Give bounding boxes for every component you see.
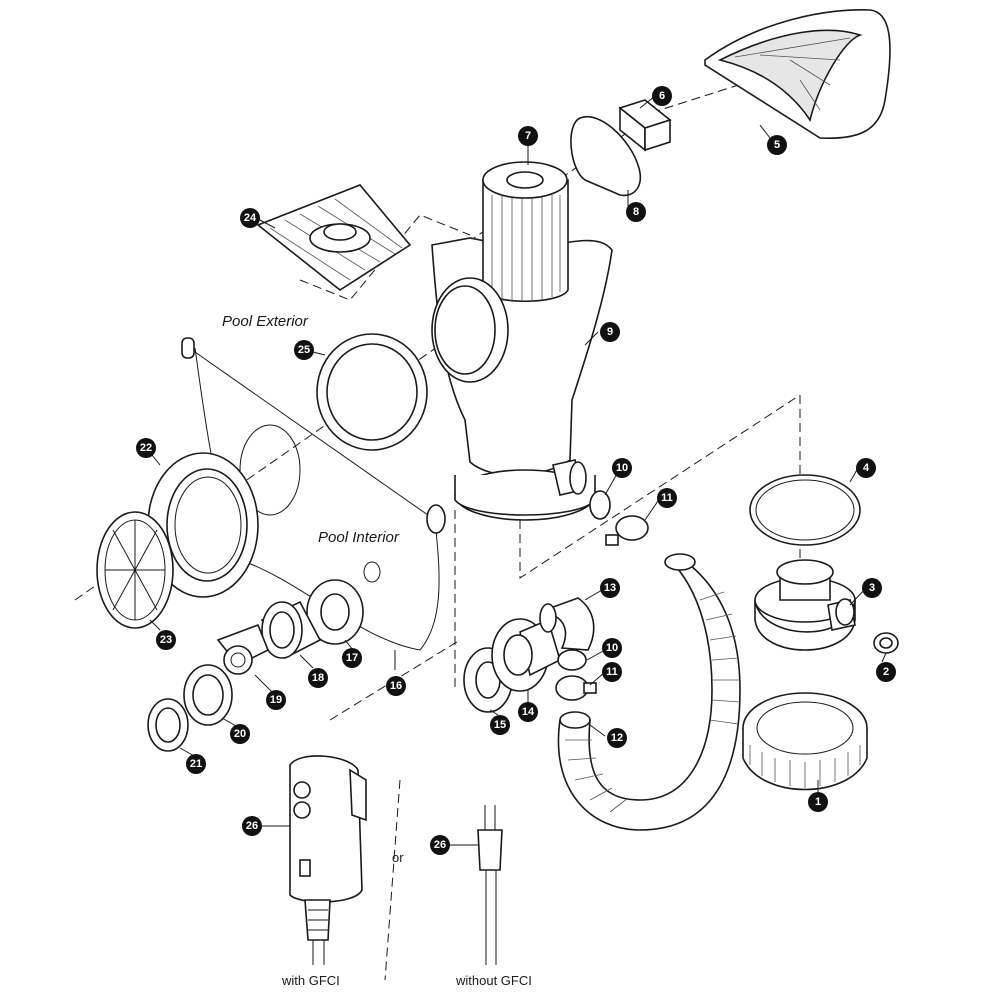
- svg-text:18: 18: [312, 672, 324, 684]
- callout-17: 17: [342, 648, 362, 668]
- svg-text:1: 1: [815, 796, 821, 808]
- label-or: or: [392, 850, 404, 865]
- svg-text:8: 8: [633, 206, 639, 218]
- svg-text:10: 10: [616, 462, 628, 474]
- svg-text:3: 3: [869, 582, 875, 594]
- callout-16: 16: [386, 676, 406, 696]
- svg-text:16: 16: [390, 680, 402, 692]
- threaded-fitting-part-18: [260, 600, 322, 660]
- svg-text:15: 15: [494, 719, 506, 731]
- svg-text:10: 10: [606, 642, 618, 654]
- nut-part-20: [183, 664, 233, 726]
- pool-wall: [181, 337, 446, 651]
- callout-8: 8: [626, 202, 646, 222]
- basket-part-24: [256, 184, 412, 291]
- callout-11-upper: 11: [657, 488, 677, 508]
- label-with-gfci: with GFCI: [281, 973, 340, 988]
- callout-24: 24: [240, 208, 260, 228]
- callout-25: 25: [294, 340, 314, 360]
- hose-part-12: [557, 553, 741, 831]
- cover-part-5: [704, 8, 891, 140]
- faceplate-part-22: [147, 452, 259, 598]
- callout-7: 7: [518, 126, 538, 146]
- callout-21: 21: [186, 754, 206, 774]
- callout-10-lower: 10: [602, 638, 622, 658]
- ring-part-21: [147, 698, 189, 752]
- svg-text:22: 22: [140, 442, 152, 454]
- svg-text:11: 11: [606, 666, 618, 678]
- callout-13: 13: [600, 578, 620, 598]
- svg-text:14: 14: [522, 706, 535, 718]
- callout-10-upper: 10: [612, 458, 632, 478]
- insert-part-19: [216, 623, 270, 675]
- fitting-parts-10-11: [555, 490, 649, 701]
- gasket-part-25: [316, 333, 428, 451]
- o-ring-part-4: [749, 474, 861, 546]
- label-without-gfci: without GFCI: [455, 973, 532, 988]
- svg-text:13: 13: [604, 582, 616, 594]
- svg-text:25: 25: [298, 344, 310, 356]
- svg-text:23: 23: [160, 634, 172, 646]
- svg-text:11: 11: [661, 492, 673, 504]
- svg-text:17: 17: [346, 652, 358, 664]
- skimmer-inlet-port: [431, 277, 509, 383]
- callout-26-gfci: 26: [242, 816, 262, 836]
- callout-12: 12: [607, 728, 627, 748]
- label-pool-interior: Pool Interior: [318, 529, 400, 546]
- svg-text:26: 26: [434, 839, 446, 851]
- callout-18: 18: [308, 668, 328, 688]
- lock-ring-part-1: [742, 692, 868, 791]
- callout-3: 3: [862, 578, 882, 598]
- door-part-8: [570, 115, 642, 197]
- callout-6: 6: [652, 86, 672, 106]
- callout-19: 19: [266, 690, 286, 710]
- standard-plug-part-26: [477, 805, 503, 965]
- svg-text:9: 9: [607, 326, 613, 338]
- callout-5: 5: [767, 135, 787, 155]
- callout-11-lower: 11: [602, 662, 622, 682]
- callout-1: 1: [808, 792, 828, 812]
- gfci-plug-part-26: [289, 755, 367, 965]
- callout-4: 4: [856, 458, 876, 478]
- svg-text:2: 2: [883, 666, 889, 678]
- svg-text:19: 19: [270, 694, 282, 706]
- svg-text:21: 21: [190, 758, 202, 770]
- svg-text:20: 20: [234, 728, 246, 740]
- callout-22: 22: [136, 438, 156, 458]
- cartridge-filter-part-7: [482, 161, 569, 302]
- callout-20: 20: [230, 724, 250, 744]
- washer-part-2: [873, 632, 899, 654]
- callout-14: 14: [518, 702, 538, 722]
- skimmer-outlet-nipple: [552, 459, 587, 496]
- elbow-part-13: [539, 597, 595, 651]
- callout-15: 15: [490, 715, 510, 735]
- gasket-part-17: [306, 579, 364, 645]
- callout-9: 9: [600, 322, 620, 342]
- bulkhead-part-14: [491, 618, 561, 692]
- callout-23: 23: [156, 630, 176, 650]
- svg-text:24: 24: [244, 212, 257, 224]
- label-pool-exterior: Pool Exterior: [222, 313, 309, 330]
- svg-text:12: 12: [611, 732, 623, 744]
- svg-text:6: 6: [659, 90, 665, 102]
- grate-part-23: [96, 511, 174, 629]
- svg-text:7: 7: [525, 130, 531, 142]
- callout-26-standard: 26: [430, 835, 450, 855]
- svg-text:4: 4: [863, 462, 870, 474]
- svg-text:26: 26: [246, 820, 258, 832]
- callout-2: 2: [876, 662, 896, 682]
- svg-text:5: 5: [774, 139, 780, 151]
- foam-block-part-6: [618, 99, 672, 152]
- pump-part-3: [754, 559, 856, 651]
